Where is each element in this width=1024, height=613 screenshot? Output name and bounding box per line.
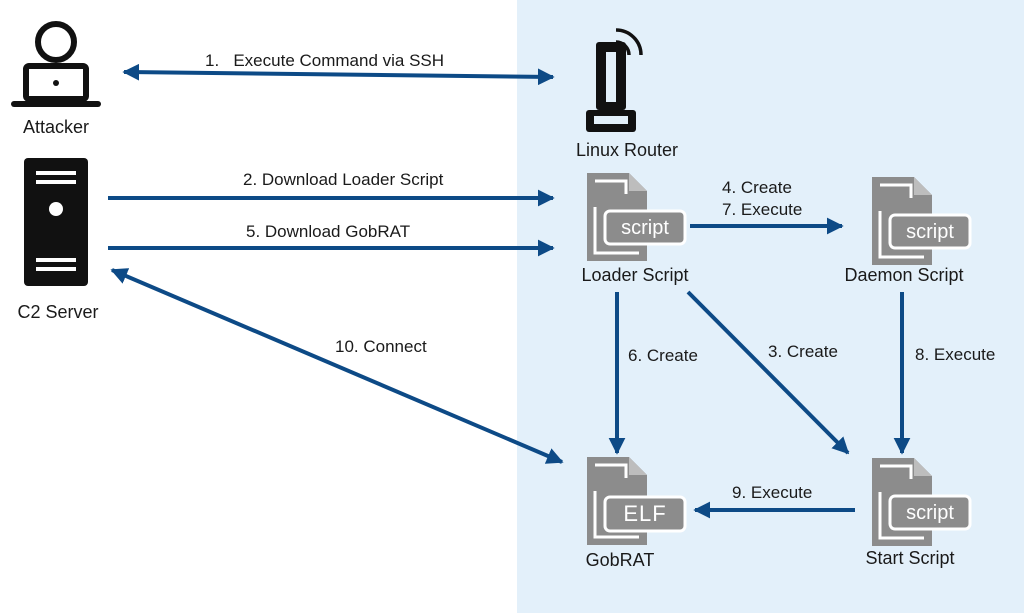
edge-label-7: 7. Execute bbox=[722, 200, 803, 219]
badge-panels bbox=[603, 209, 972, 533]
start-script-label: Start Script bbox=[865, 548, 955, 568]
daemon-script-badge: script bbox=[906, 221, 954, 243]
loader-script-label: Loader Script bbox=[581, 265, 689, 285]
server-icon bbox=[24, 158, 88, 286]
c2-server-label: C2 Server bbox=[17, 302, 99, 322]
edge-label-5: 5. Download GobRAT bbox=[246, 222, 411, 241]
linux-router-label: Linux Router bbox=[575, 140, 679, 160]
edge-label-4: 4. Create bbox=[722, 178, 792, 197]
edge-arrows bbox=[108, 63, 911, 519]
daemon-script-label: Daemon Script bbox=[844, 265, 964, 285]
attacker-laptop-icon bbox=[11, 21, 101, 107]
edge-label-9: 9. Execute bbox=[732, 483, 813, 502]
edge-label-8: 8. Execute bbox=[915, 345, 996, 364]
router-icon bbox=[586, 28, 643, 132]
edge-label-3: 3. Create bbox=[768, 342, 838, 361]
attacker-label: Attacker bbox=[22, 117, 90, 137]
gobrat-label: GobRAT bbox=[585, 550, 655, 570]
arrow-10-connect bbox=[110, 268, 564, 464]
loader-script-badge: script bbox=[621, 217, 669, 239]
edge-label-10: 10. Connect bbox=[335, 337, 427, 356]
edge-label-1: 1. Execute Command via SSH bbox=[205, 51, 445, 70]
edge-label-6: 6. Create bbox=[628, 346, 698, 365]
start-script-badge: script bbox=[906, 502, 954, 524]
gobrat-badge: ELF bbox=[623, 501, 667, 526]
arrow-3-create bbox=[686, 290, 850, 455]
arrow-1-ssh bbox=[122, 63, 555, 86]
edge-label-2: 2. Download Loader Script bbox=[243, 170, 444, 189]
